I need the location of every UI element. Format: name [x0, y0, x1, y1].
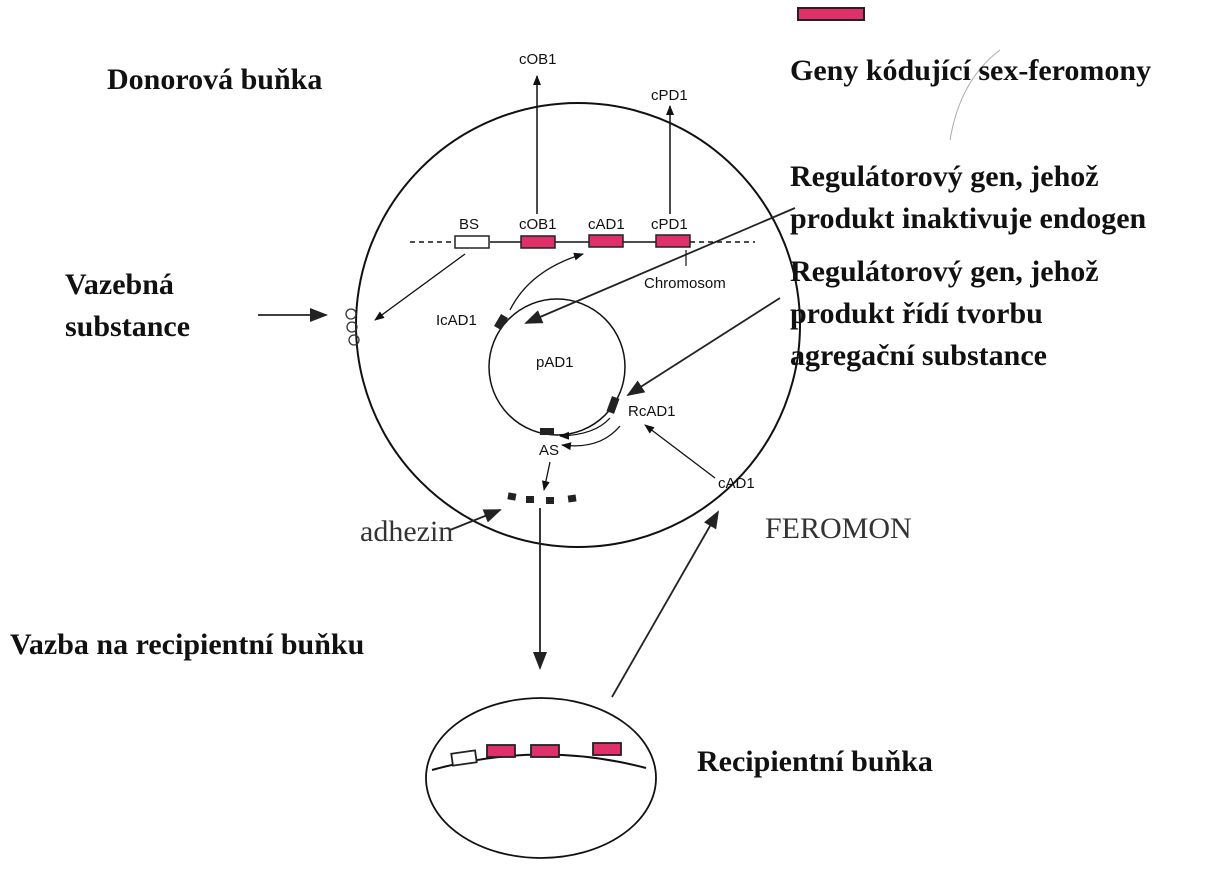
plasmid-gene-label-icad1: IcAD1: [436, 312, 477, 329]
arrow-bs-to-surface: [374, 253, 466, 321]
arrow-icad1-to-cad1: [509, 252, 584, 311]
reg-gene-2-line2: produkt řídí tvorbu: [790, 297, 1043, 330]
arrow-pheromone: [611, 510, 719, 698]
recipient-gene-3: [592, 742, 622, 756]
recipient-gene-1: [486, 744, 516, 758]
gene-rcad1: [606, 396, 620, 414]
gene-label-cpd1: cPD1: [651, 216, 688, 233]
reg-gene-1-line1: Regulátorový gen, jehož: [790, 160, 1099, 193]
gene-icad1: [494, 313, 508, 331]
reg-gene-2-line3: agregační substance: [790, 339, 1047, 372]
gene-as: [540, 428, 554, 435]
pheromone-signal-label: cAD1: [718, 475, 755, 492]
secreted-label-cob1: cOB1: [519, 51, 557, 68]
secreted-label-cpd1: cPD1: [651, 87, 688, 104]
reg-gene-1-line2: produkt inaktivuje endogen: [790, 202, 1147, 235]
arrow-cad1-to-rcad1: [644, 424, 716, 479]
arrow-reg-gene-2: [626, 297, 781, 397]
arrow-as-to-surface: [541, 461, 551, 491]
legend-gene-bar: [797, 7, 865, 21]
binding-substance-label-line1: Vazebná: [65, 268, 174, 301]
recipient-gene-bs: [450, 749, 478, 767]
pheromone-label: FEROMON: [765, 512, 912, 545]
recipient-gene-2: [530, 744, 560, 758]
arrow-rcad1-to-as-1: [559, 417, 611, 440]
recipient-cell: [425, 697, 657, 859]
chromosome-label: Chromosom: [644, 275, 726, 292]
gene-bs: [454, 235, 490, 249]
gene-label-bs: BS: [459, 216, 479, 233]
binding-to-recipient-label: Vazba na recipientní buňku: [10, 628, 365, 661]
reg-gene-2-line1: Regulátorový gen, jehož: [790, 255, 1099, 288]
gene-label-cad1: cAD1: [588, 216, 625, 233]
gene-label-cob1: cOB1: [519, 216, 557, 233]
arrow-adhesin: [449, 509, 502, 531]
plasmid-gene-label-as: AS: [539, 442, 559, 459]
binding-substance-bumps: [345, 308, 360, 346]
plasmid-circle: [488, 298, 626, 436]
legend-scribble: [949, 49, 1001, 141]
recipient-cell-label: Recipientní buňka: [697, 745, 933, 778]
arrow-rcad1-to-as-2: [561, 425, 621, 451]
arrow-reg-gene-1: [524, 207, 796, 324]
genes-legend-label: Geny kódující sex-feromony: [790, 54, 1152, 87]
gene-cob1: [520, 235, 556, 249]
binding-substance-label-line2: substance: [65, 310, 191, 343]
adhesin-label: adhezin: [360, 515, 454, 548]
donor-cell-label: Donorová buňka: [107, 63, 323, 96]
plasmid-gene-label-rcad1: RcAD1: [628, 403, 676, 420]
gene-cad1: [588, 234, 624, 248]
adhesin-marks: [507, 492, 577, 504]
gene-cpd1: [655, 234, 691, 248]
plasmid-label: pAD1: [536, 354, 574, 371]
